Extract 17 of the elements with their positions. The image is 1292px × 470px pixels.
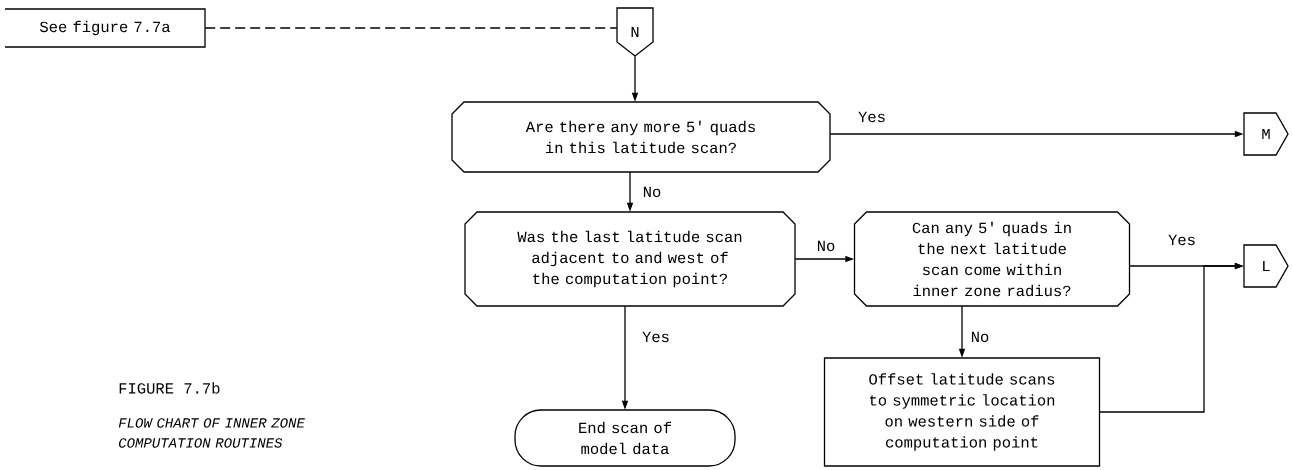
edge-label: No — [815, 239, 837, 253]
figure-number: FIGURE 7.7b — [119, 382, 220, 394]
off-page-connector: M — [1243, 112, 1289, 156]
edge-label: Yes — [641, 330, 671, 344]
decision-box: Was the last latitude scan adjacent to and west of the computation point? — [464, 211, 796, 307]
note-box: See figure 7.7a — [4, 8, 206, 48]
edge-label: Yes — [857, 110, 887, 124]
decision-box: Can any 5' quads in the next latitude scan come within inner zone radius? — [853, 211, 1131, 307]
off-page-connector: L — [1243, 244, 1289, 288]
edge-label: No — [969, 330, 991, 344]
edge-label: No — [641, 185, 663, 199]
figure-caption: FLOW CHART OF INNER ZONE COMPUTATION ROUTINES — [118, 418, 305, 448]
edge-label: Yes — [1167, 233, 1197, 247]
terminal-box: End scan of model data — [514, 409, 736, 467]
off-page-connector: N — [616, 7, 654, 57]
process-box: Offset latitude scans to symmetric location on western side of computation point — [823, 357, 1101, 467]
decision-box: Are there any more 5' quads in this latitude scan? — [451, 101, 831, 173]
